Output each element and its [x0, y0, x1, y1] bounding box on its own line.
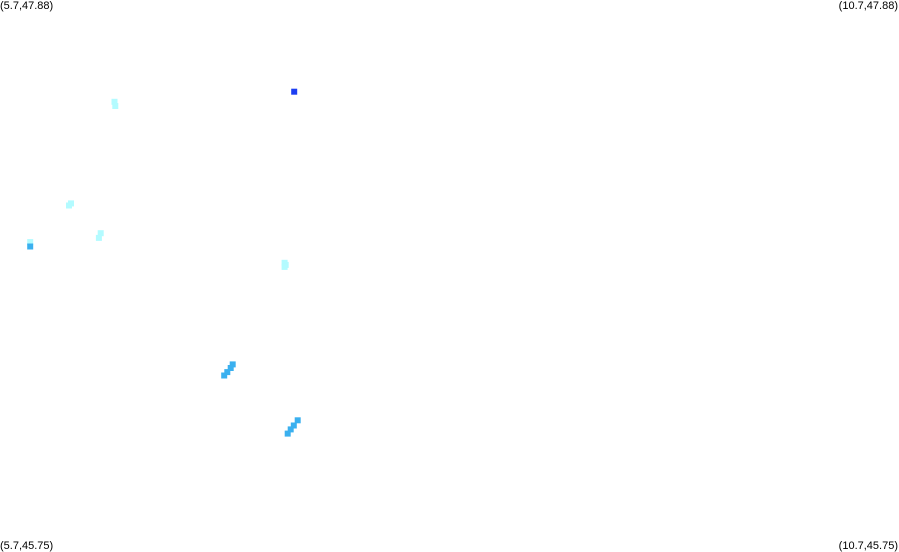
corner-label-bottom-right: (10.7,45.75) [838, 540, 898, 552]
map-point [27, 243, 34, 250]
map-point [111, 98, 118, 105]
map-point [287, 426, 294, 433]
map-point [294, 417, 301, 424]
map-point [284, 430, 291, 437]
map-point [66, 202, 72, 209]
corner-label-top-right: (10.7,47.88) [838, 0, 898, 12]
map-point [224, 369, 231, 376]
corner-label-top-left: (5.7,47.88) [0, 0, 54, 12]
map-point [27, 239, 34, 246]
map-point [227, 365, 234, 371]
map-point [221, 372, 228, 379]
map-point [95, 234, 102, 241]
map-point [290, 422, 297, 429]
map-point [97, 230, 104, 237]
map-point [112, 103, 119, 109]
map-point [281, 263, 288, 270]
map-point [291, 88, 298, 95]
corner-label-bottom-left: (5.7,45.75) [0, 540, 54, 552]
map-point [229, 361, 236, 368]
